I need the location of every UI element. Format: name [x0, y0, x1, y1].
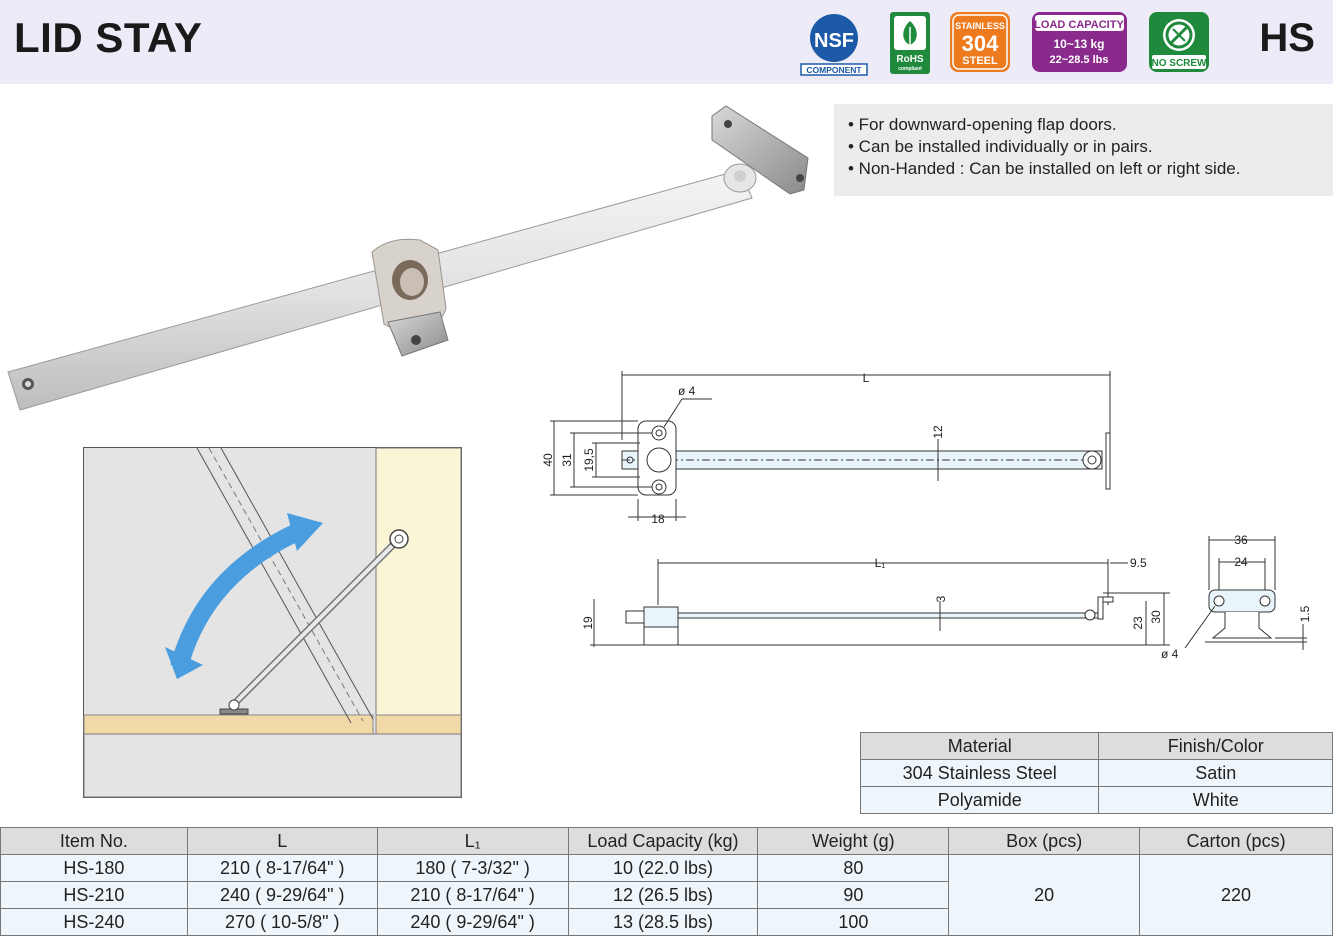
load-capacity-badge: LOAD CAPACITY 10~13 kg 22~28.5 lbs [1031, 11, 1128, 73]
load-cell: 13 (28.5 lbs) [567, 908, 759, 936]
load-cell: 10 (22.0 lbs) [567, 854, 759, 882]
material-table: Material Finish/Color 304 Stainless Stee… [859, 732, 1333, 814]
dim-9-5: 9.5 [1130, 556, 1147, 570]
load-cell: 12 (26.5 lbs) [567, 881, 759, 909]
dim-18: 18 [651, 512, 665, 526]
material-header: Material [859, 732, 1100, 760]
table-row: HS-240 270 ( 10-5/8" ) 240 ( 9-29/64" ) … [0, 908, 1333, 936]
steel-bot: STEEL [962, 55, 998, 67]
dim-36: 36 [1234, 533, 1248, 547]
nsf-logo-icon: NSF COMPONENT [800, 14, 868, 76]
load-kg: 10~13 kg [1053, 37, 1104, 51]
l1-cell: 180 ( 7-3/32" ) [376, 854, 569, 882]
l1-cell: 210 ( 8-17/64" ) [376, 881, 569, 909]
finish-header: Finish/Color [1098, 732, 1333, 760]
rohs-label: RoHS [896, 54, 924, 65]
feature-item: • For downward-opening flap doors. [848, 115, 1117, 134]
item-no-cell: HS-240 [0, 908, 188, 936]
end-view-drawing: 36 24 1.5 ø 4 [1161, 533, 1312, 661]
load-lbs: 22~28.5 lbs [1049, 54, 1108, 66]
col-header-box: Box (pcs) [948, 827, 1141, 855]
carton-cell: 220 [1139, 854, 1333, 936]
feature-item: • Can be installed individually or in pa… [848, 137, 1153, 156]
product-code: HS [1259, 16, 1315, 60]
weight-cell: 80 [757, 854, 950, 882]
item-no-cell: HS-210 [0, 881, 188, 909]
rohs-sub: compliant [898, 66, 922, 72]
spec-table: Item No. L L₁ Load Capacity (kg) Weight … [0, 827, 1333, 936]
noscrew-label: NO SCREW [1152, 58, 1208, 69]
dim-40: 40 [541, 453, 555, 467]
box-cell: 20 [948, 854, 1141, 936]
weight-cell: 90 [757, 881, 950, 909]
nsf-badge: NSF COMPONENT [800, 10, 868, 76]
weight-cell: 100 [757, 908, 950, 936]
table-row: 304 Stainless Steel Satin [859, 759, 1333, 787]
dim-31: 31 [560, 453, 574, 467]
load-title: LOAD CAPACITY [1034, 19, 1124, 31]
page-title: LID STAY [14, 14, 203, 61]
col-header-carton: Carton (pcs) [1139, 827, 1333, 855]
dim-12: 12 [931, 425, 945, 439]
finish-cell: White [1098, 786, 1333, 814]
dim-19: 19 [581, 616, 595, 630]
load-badge-icon: LOAD CAPACITY 10~13 kg 22~28.5 lbs [1032, 12, 1127, 72]
no-screw-badge: NO SCREW [1148, 11, 1210, 73]
material-cell: 304 Stainless Steel [859, 759, 1100, 787]
col-header-item: Item No. [0, 827, 188, 855]
table-row: Polyamide White [859, 786, 1333, 814]
table-row: HS-180 210 ( 8-17/64" ) 180 ( 7-3/32" ) … [0, 854, 1333, 936]
product-photo [7, 105, 809, 411]
dim-24: 24 [1234, 555, 1248, 569]
steel-badge-icon: STAINLESS 304 STEEL [950, 12, 1010, 72]
item-no-cell: HS-180 [0, 854, 188, 882]
side-view-drawing: L₁ 9.5 19 3 23 30 [581, 556, 1170, 647]
no-screw-icon: NO SCREW [1149, 12, 1209, 72]
dim-1-5: 1.5 [1298, 605, 1312, 622]
col-header-l1: L₁ [376, 827, 569, 855]
dim-30: 30 [1149, 610, 1163, 624]
material-cell: Polyamide [859, 786, 1100, 814]
dim-23: 23 [1131, 616, 1145, 630]
col-header-weight: Weight (g) [757, 827, 950, 855]
finish-cell: Satin [1098, 759, 1333, 787]
dim-L1: L₁ [875, 556, 886, 570]
l-cell: 270 ( 10-5/8" ) [186, 908, 378, 936]
installation-diagram [83, 447, 462, 798]
l-cell: 240 ( 9-29/64" ) [186, 881, 378, 909]
feature-item: • Non-Handed : Can be installed on left … [848, 159, 1241, 178]
steel-top: STAINLESS [955, 21, 1005, 31]
nsf-sub: COMPONENT [806, 65, 862, 75]
dim-L: L [863, 371, 870, 385]
steel-mid: 304 [962, 31, 999, 56]
col-header-load: Load Capacity (kg) [567, 827, 759, 855]
l1-cell: 240 ( 9-29/64" ) [376, 908, 569, 936]
nsf-mark: NSF [814, 30, 854, 52]
l-cell: 210 ( 8-17/64" ) [186, 854, 378, 882]
plan-view-drawing: L ø 4 40 31 19,5 12 18 [541, 371, 1111, 526]
stainless-steel-badge: STAINLESS 304 STEEL [949, 11, 1011, 73]
dim-3: 3 [934, 595, 948, 602]
col-header-l: L [186, 827, 378, 855]
rohs-badge: RoHS compliant [889, 11, 931, 75]
dim-d4: ø 4 [678, 384, 696, 398]
features-box: • For downward-opening flap doors. • Can… [834, 104, 1333, 196]
dim-19-5: 19,5 [582, 448, 596, 472]
table-row: HS-210 240 ( 9-29/64" ) 210 ( 8-17/64" )… [0, 881, 1333, 909]
dim-d4-end: ø 4 [1161, 647, 1179, 661]
leaf-icon: RoHS compliant [890, 12, 930, 74]
